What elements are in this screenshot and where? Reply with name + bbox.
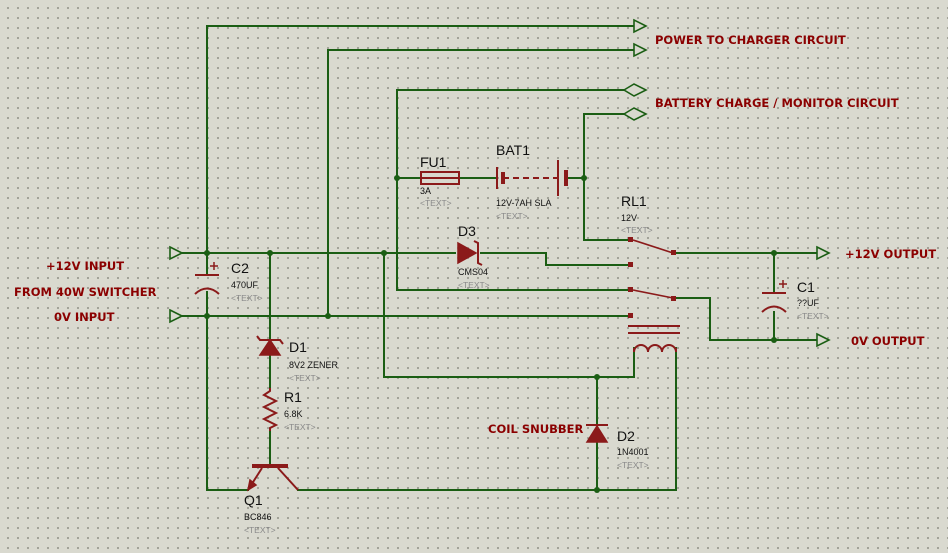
relay-rl1[interactable] <box>628 237 680 353</box>
d2-text: <TEXT> <box>617 460 649 470</box>
d3-value: CMS04 <box>458 267 488 277</box>
bat1-ref: BAT1 <box>496 142 530 158</box>
d3-ref: D3 <box>458 223 476 239</box>
r1-text: <TEXT> <box>284 422 316 432</box>
rl1-ref: RL1 <box>621 193 647 209</box>
fuse-fu1[interactable] <box>420 171 460 185</box>
r1-value: 6.8K <box>284 409 303 419</box>
q1-value: BC846 <box>244 512 272 522</box>
label-from-switcher: FROM 40W SWITCHER <box>14 285 157 299</box>
r1-ref: R1 <box>284 389 302 405</box>
diode-d2[interactable] <box>585 424 609 443</box>
fu1-ref: FU1 <box>420 154 447 170</box>
d1-text: <TEXT> <box>289 373 321 383</box>
label-battery-charge-monitor: BATTERY CHARGE / MONITOR CIRCUIT <box>655 96 899 110</box>
fu1-value: 3A <box>420 186 431 196</box>
d1-value: 8V2 ZENER <box>289 360 339 370</box>
c1-text: <TEXT> <box>797 311 829 321</box>
d1-ref: D1 <box>289 339 307 355</box>
label-power-to-charger: POWER TO CHARGER CIRCUIT <box>655 33 846 47</box>
label-input-0v: 0V INPUT <box>54 310 115 324</box>
label-coil-snubber: COIL SNUBBER <box>488 422 583 436</box>
zener-d1[interactable] <box>256 335 284 356</box>
diode-d3[interactable] <box>457 240 483 266</box>
power-out-port-2 <box>633 42 648 58</box>
battery-bat1[interactable] <box>496 160 568 196</box>
c1-ref: C1 <box>797 279 815 295</box>
c2-text: <TEXT> <box>231 293 263 303</box>
power-out-port-1 <box>633 18 648 34</box>
terminal-ports <box>169 18 831 348</box>
d2-value: 1N4001 <box>617 447 649 457</box>
label-input-12v: +12V INPUT <box>46 259 124 273</box>
bat1-text: <TEXT> <box>496 211 528 221</box>
out-12v-port <box>816 245 831 261</box>
in-12v-port <box>169 245 184 261</box>
capacitor-c1[interactable] <box>761 280 787 313</box>
in-0v-port <box>169 308 184 324</box>
c2-value: 470UF <box>231 280 259 290</box>
fu1-text: <TEXT> <box>420 198 452 208</box>
rl1-text: <TEXT> <box>621 225 653 235</box>
battery-port-2 <box>622 107 648 121</box>
d3-text: <TEXT> <box>458 280 490 290</box>
c1-value: ??UF <box>797 298 820 308</box>
q1-ref: Q1 <box>244 492 263 508</box>
q1-text: <TEXT> <box>244 525 276 535</box>
battery-port-1 <box>622 83 648 97</box>
c2-ref: C2 <box>231 260 249 276</box>
wires <box>181 25 818 491</box>
transistor-q1[interactable] <box>246 464 299 492</box>
capacitor-c2[interactable] <box>194 262 220 295</box>
d2-ref: D2 <box>617 428 635 444</box>
junctions <box>204 175 777 493</box>
out-0v-port <box>816 332 831 348</box>
label-output-0v: 0V OUTPUT <box>851 334 925 348</box>
bat1-value: 12V-7AH SLA <box>496 198 552 208</box>
rl1-value: 12V <box>621 213 637 223</box>
resistor-r1[interactable] <box>261 388 279 431</box>
label-output-12v: +12V OUTPUT <box>845 247 936 261</box>
